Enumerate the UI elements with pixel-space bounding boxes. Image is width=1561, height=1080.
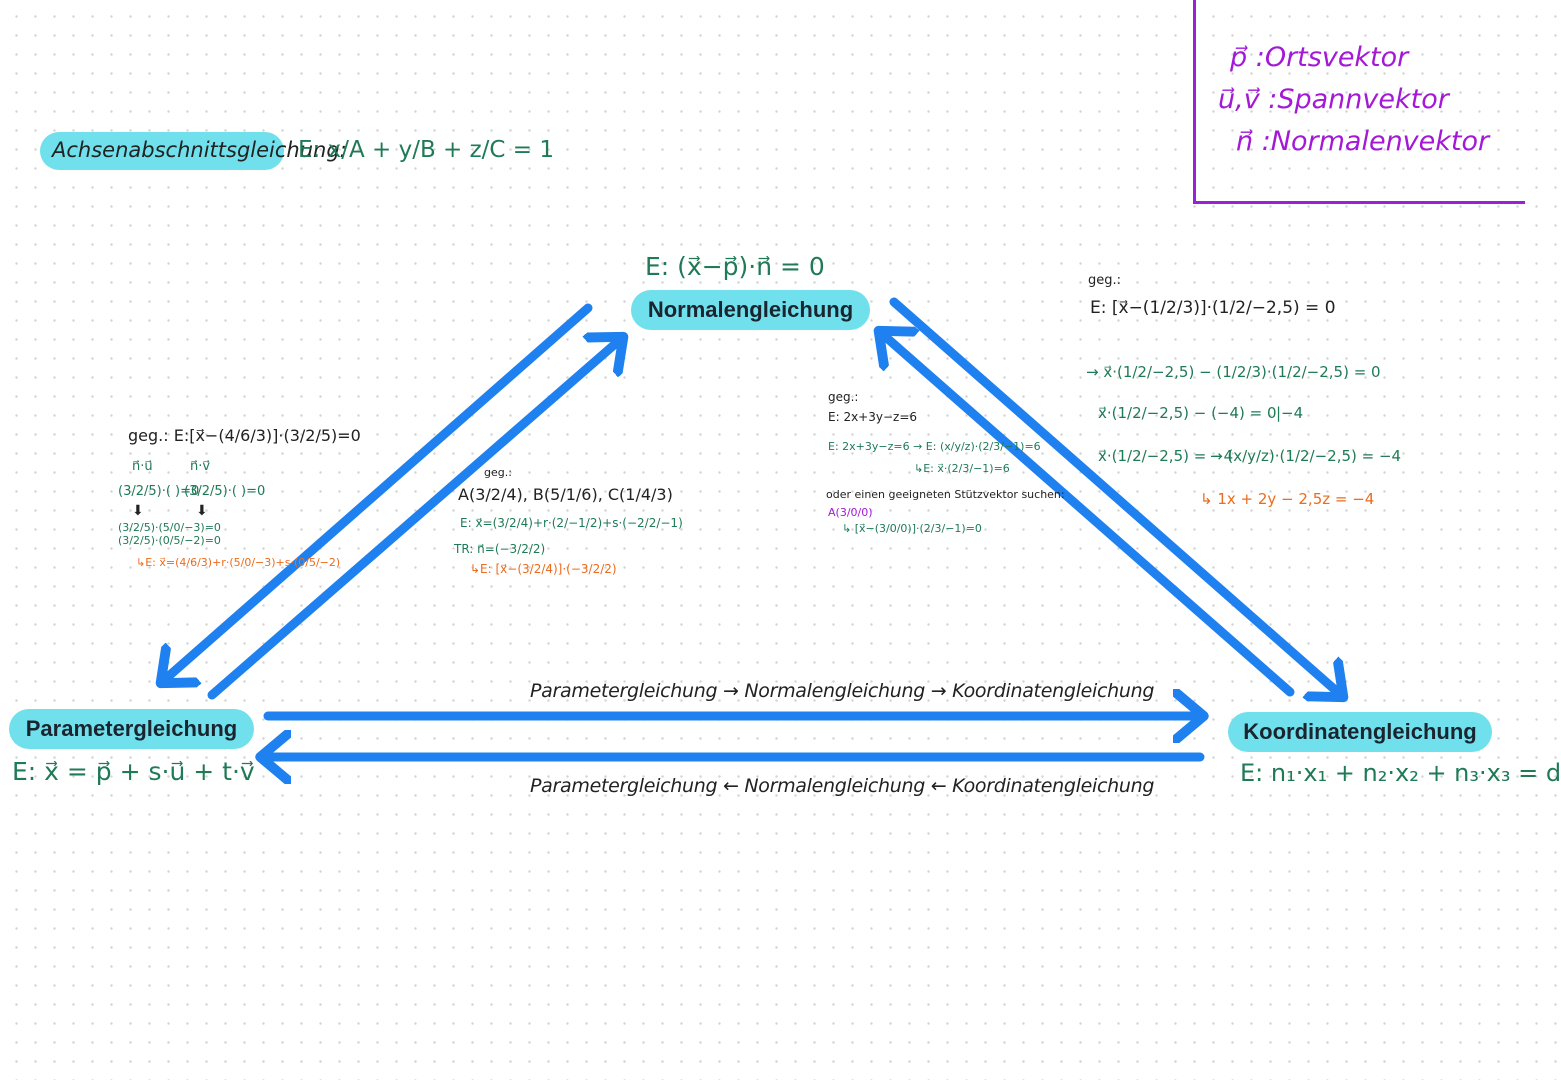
- arrow-coordinate-to-normal: [880, 332, 1295, 697]
- arrows-layer: [0, 297, 1525, 1080]
- normal-formula: E: (x⃗−p⃗)·n⃗ = 0: [645, 252, 825, 281]
- rightmid-given: geg.:: [828, 390, 859, 404]
- rightmid-result: ↳ [x⃗−(3/0/0)]·(2/3/−1)=0: [842, 522, 982, 535]
- forward-chain-label: Parametergleichung → Normalengleichung →…: [530, 680, 1155, 702]
- middle-given: geg.:: [484, 466, 512, 479]
- middle-result: ↳E: [x⃗−(3/2/4)]·(−3/2/2): [470, 562, 617, 576]
- left-result: ↳E: x⃗=(4/6/3)+r·(5/0/−3)+s·(0/5/−2): [136, 556, 341, 569]
- left-dot-nv: n⃗·v⃗: [190, 459, 211, 474]
- right-step2b: |−4: [1276, 404, 1304, 422]
- legend-box: [1193, 0, 1525, 204]
- left-down-arrow-2: ⬇: [196, 502, 208, 518]
- left-line1-b: (3/2/5)·( )=0: [184, 484, 266, 499]
- middle-tr: TR: n⃗=(−3/2/2): [454, 542, 546, 556]
- right-given: geg.:: [1088, 273, 1122, 288]
- intercept-pill: [40, 132, 284, 170]
- left-line1-a: (3/2/5)·( )=0: [118, 484, 200, 499]
- right-eq: E: [x⃗−(1/2/3)]·(1/2/−2,5) = 0: [1090, 298, 1336, 318]
- right-step3b: → (x/y/z)·(1/2/−2,5) = −4: [1210, 447, 1402, 465]
- legend-spannvektor: u⃗,v⃗ :Spannvektor: [1218, 84, 1449, 115]
- parameter-formula: E: x⃗ = p⃗ + s·u⃗ + t·v⃗: [12, 757, 255, 786]
- middle-points: A(3/2/4), B(5/1/6), C(1/4/3): [458, 485, 673, 504]
- rightmid-note: oder einen geeigneten Stützvektor suchen…: [826, 488, 1065, 501]
- right-step2: x⃗·(1/2/−2,5) − (−4) = 0: [1098, 404, 1277, 422]
- right-step1: → x⃗·(1/2/−2,5) − (1/2/3)·(1/2/−2,5) = 0: [1086, 363, 1381, 381]
- legend-ortsvektor: p⃗ :Ortsvektor: [1230, 42, 1409, 73]
- coordinate-formula: E: n₁·x₁ + n₂·x₂ + n₃·x₃ = d: [1240, 759, 1561, 787]
- left-line2-b: (3/2/5)·(0/5/−2)=0: [118, 534, 221, 547]
- right-result: ↳ 1x + 2y − 2,5z = −4: [1200, 490, 1375, 508]
- left-given: geg.: E:[x⃗−(4/6/3)]·(3/2/5)=0: [128, 426, 361, 445]
- rightmid-eq: E: 2x+3y−z=6: [828, 410, 918, 424]
- coordinate-label: Koordinatengleichung: [1228, 712, 1492, 752]
- arrow-parameter-to-normal: [207, 338, 622, 700]
- rightmid-line2: ↳E: x⃗·(2/3/−1)=6: [914, 462, 1010, 475]
- left-down-arrow-1: ⬇: [132, 502, 144, 518]
- backward-chain-label: Parametergleichung ← Normalengleichung ←…: [530, 775, 1155, 797]
- rightmid-line1: E: 2x+3y−z=6 → E: (x/y/z)·(2/3/−1)=6: [828, 440, 1041, 453]
- parameter-label: Parametergleichung: [9, 709, 254, 749]
- rightmid-point: A(3/0/0): [828, 506, 873, 519]
- normal-label: Normalengleichung: [631, 290, 870, 330]
- legend-normalenvektor: n⃗ :Normalenvektor: [1236, 126, 1490, 157]
- arrow-normal-to-parameter: [162, 303, 593, 682]
- left-line2-a: (3/2/5)·(5/0/−3)=0: [118, 521, 221, 534]
- intercept-label: Achsenabschnittsgleichung:: [52, 138, 347, 162]
- middle-param: E: x⃗=(3/2/4)+r·(2/−1/2)+s·(−2/2/−1): [460, 516, 683, 530]
- intercept-formula: E: x/A + y/B + z/C = 1: [298, 137, 555, 163]
- left-dot-nu: n⃗·u⃗: [132, 459, 153, 474]
- arrow-normal-to-coordinate: [889, 297, 1342, 696]
- right-step3: x⃗·(1/2/−2,5) = −4: [1098, 447, 1234, 465]
